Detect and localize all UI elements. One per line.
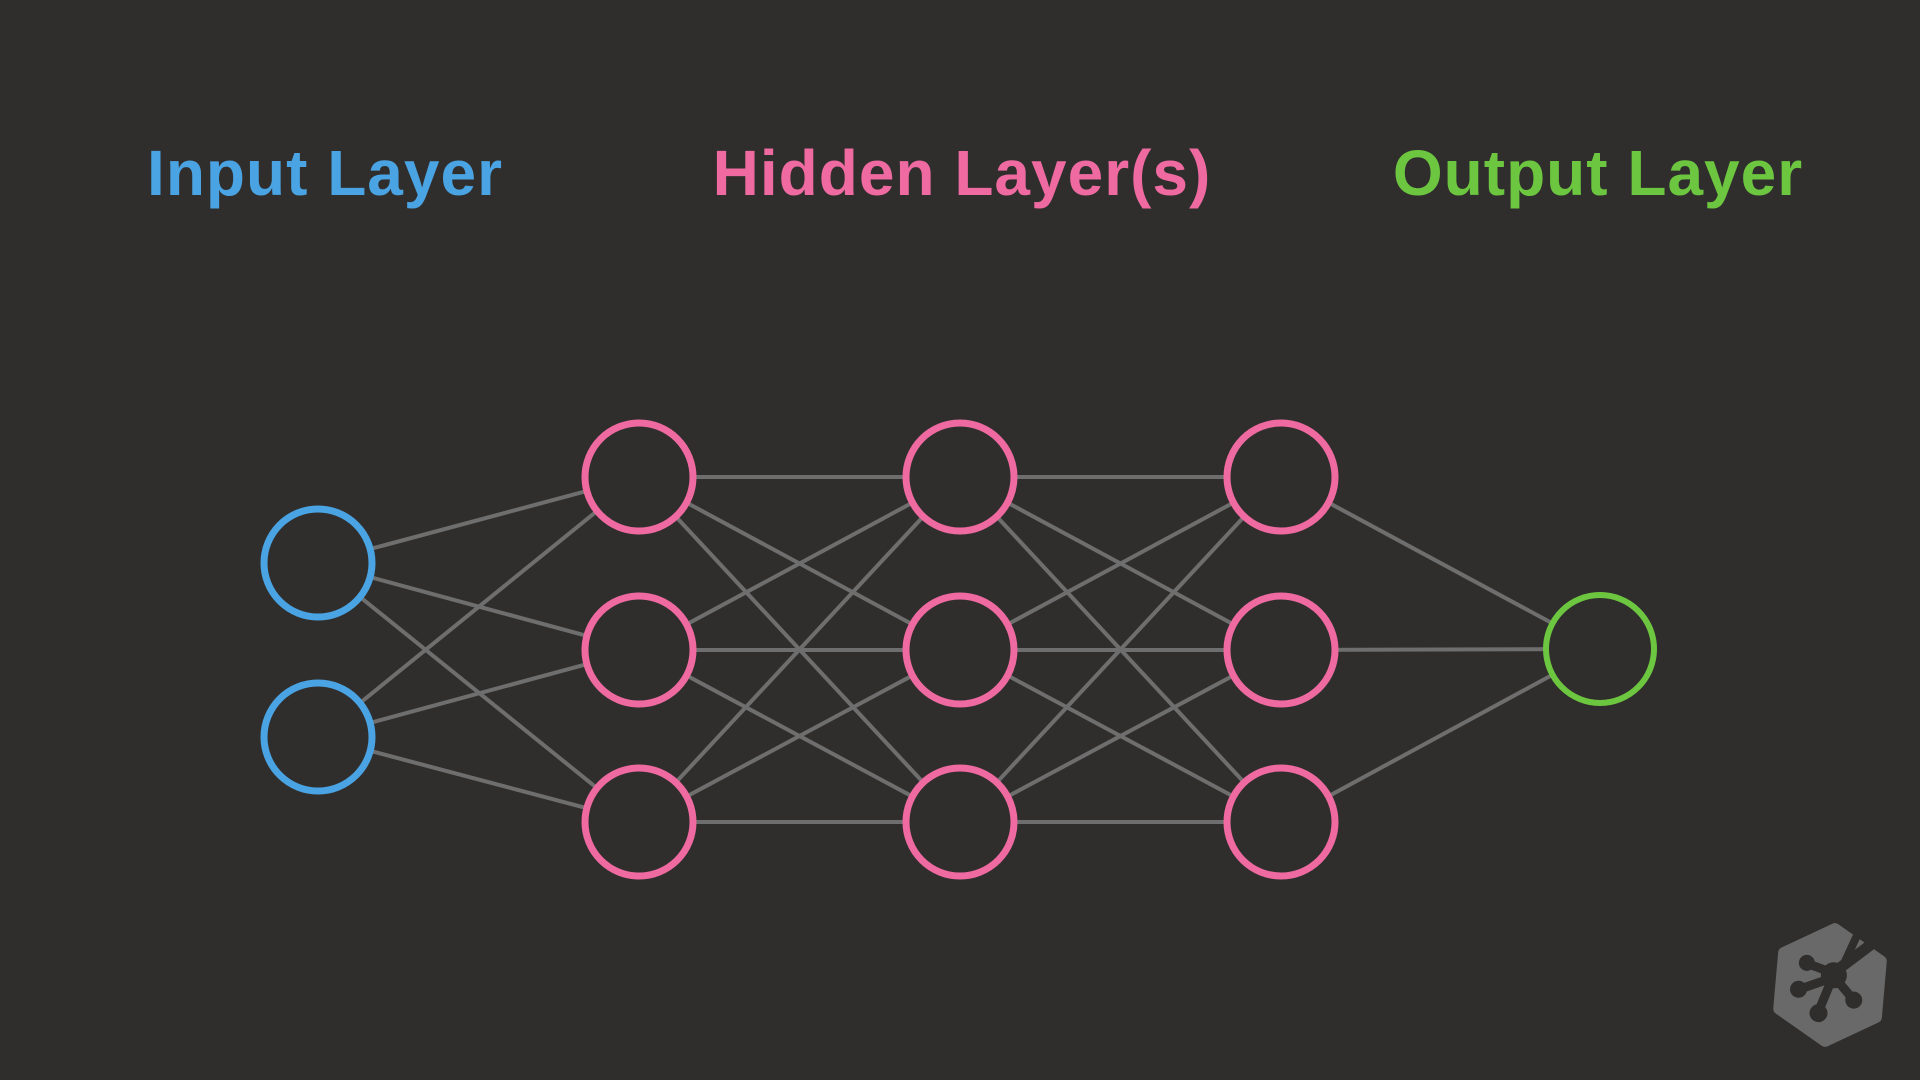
hidden-1-node — [581, 419, 697, 535]
hidden-2-node — [902, 592, 1018, 708]
hidden-layer-label: Hidden Layer(s) — [712, 137, 1212, 209]
hidden-3-node — [1223, 419, 1339, 535]
edge-line — [959, 475, 1282, 652]
hidden-1-node — [581, 764, 697, 880]
input-node — [260, 679, 376, 795]
edge-line — [1280, 475, 1601, 651]
edge-line — [316, 475, 641, 739]
output-node — [1543, 592, 1657, 706]
output-layer-label: Output Layer — [1392, 137, 1804, 209]
edge-line — [637, 475, 962, 824]
input-layer-label: Input Layer — [147, 137, 503, 209]
hidden-2-node — [902, 419, 1018, 535]
hidden-3-node — [1223, 592, 1339, 708]
edge-line — [959, 648, 1282, 824]
edge-line — [638, 648, 961, 824]
edge-line — [638, 475, 961, 652]
hidden-1-node — [581, 592, 697, 708]
input-node — [260, 505, 376, 621]
hidden-2-node — [902, 764, 1018, 880]
frog-footprint-hexagon-logo — [1773, 923, 1887, 1047]
edge-line — [1280, 647, 1601, 824]
frog-foot-cutout — [1790, 933, 1883, 1023]
hidden-3-node — [1223, 764, 1339, 880]
edge-line — [958, 475, 1283, 824]
